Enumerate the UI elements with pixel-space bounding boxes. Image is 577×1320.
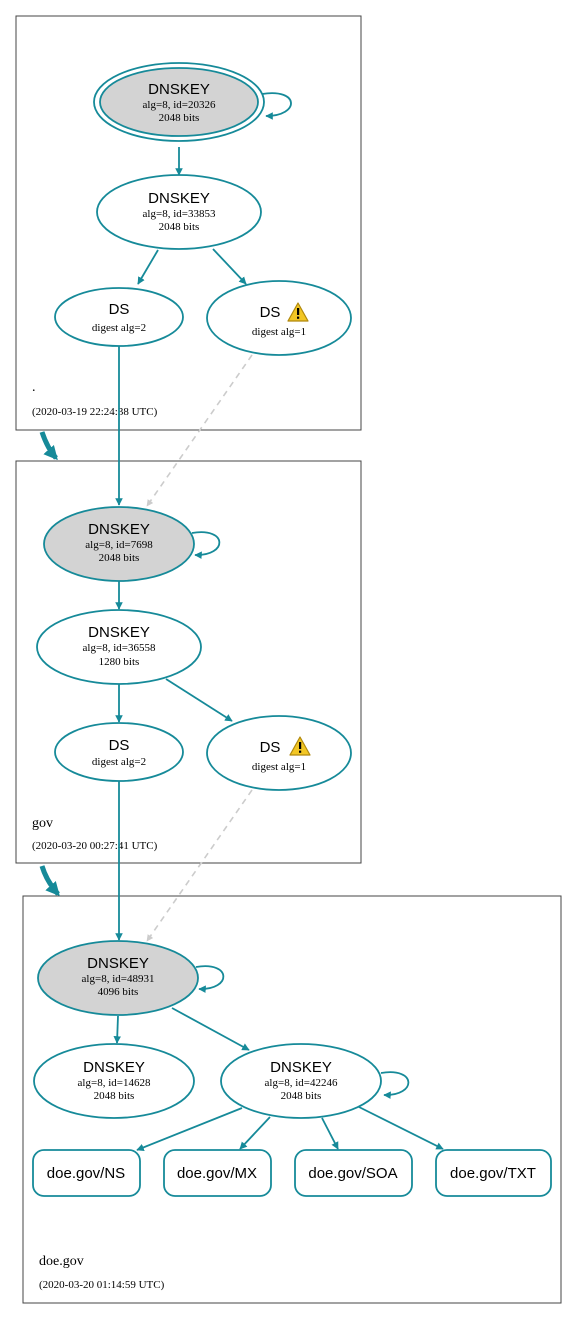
node-title: DNSKEY: [148, 81, 210, 98]
zone-timestamp-doe: (2020-03-20 01:14:59 UTC): [39, 1279, 165, 1291]
rrset-soa[interactable]: doe.gov/SOA: [294, 1149, 413, 1197]
node-title: DS: [109, 737, 130, 754]
rrset-ns[interactable]: doe.gov/NS: [32, 1149, 141, 1197]
warning-icon: [289, 736, 311, 756]
node-key-size: 2048 bits: [281, 1090, 322, 1102]
node-title: DS: [260, 739, 281, 756]
zone-box-root: [15, 15, 362, 431]
node-title: DS: [260, 304, 281, 321]
node-title: DS: [109, 301, 130, 318]
node-title: DNSKEY: [148, 190, 210, 207]
node-key-info: alg=8, id=48931: [82, 973, 155, 985]
node-key-size: 4096 bits: [98, 986, 139, 998]
node-doe-key-42246[interactable]: DNSKEY alg=8, id=42246 2048 bits: [220, 1043, 382, 1119]
node-title: DNSKEY: [88, 624, 150, 641]
rrset-mx[interactable]: doe.gov/MX: [163, 1149, 272, 1197]
edge-doe-key2-self: [380, 1071, 410, 1099]
node-gov-ksk[interactable]: DNSKEY alg=8, id=7698 2048 bits: [43, 506, 195, 582]
edge-gov-ksk-self: [191, 531, 221, 559]
edge-root-ksk-self: [261, 92, 292, 120]
node-gov-ds-alg2[interactable]: DS digest alg=2: [54, 722, 184, 782]
edge-doe-ksk-key2: [171, 1007, 250, 1051]
node-gov-ds-alg1[interactable]: DS digest alg=1: [206, 715, 352, 791]
node-key-info: alg=8, id=33853: [143, 208, 216, 220]
edge-doe-key2-soa: [321, 1117, 339, 1150]
node-key-info: alg=8, id=42246: [265, 1077, 338, 1089]
zone-box-doe: [22, 895, 562, 1304]
edge-doe-key2-mx: [239, 1116, 271, 1150]
zone-timestamp-root: (2020-03-19 22:24:38 UTC): [32, 406, 158, 418]
node-key-size: 2048 bits: [159, 112, 200, 124]
edge-doe-ksk-key1: [113, 1015, 122, 1044]
node-key-info: alg=8, id=36558: [83, 642, 156, 654]
zone-name-doe: doe.gov: [39, 1254, 84, 1269]
node-key-size: 2048 bits: [159, 221, 200, 233]
node-title: DNSKEY: [83, 1059, 145, 1076]
rrset-label: doe.gov/MX: [177, 1165, 257, 1182]
node-key-size: 1280 bits: [99, 656, 140, 668]
node-doe-key-14628[interactable]: DNSKEY alg=8, id=14628 2048 bits: [33, 1043, 195, 1119]
edge-doe-key2-ns: [136, 1107, 243, 1151]
node-key-size: 2048 bits: [99, 552, 140, 564]
rrset-label: doe.gov/TXT: [450, 1165, 536, 1182]
node-key-info: alg=8, id=7698: [85, 539, 153, 551]
zone-box-gov: [15, 460, 362, 864]
node-doe-ksk[interactable]: DNSKEY alg=8, id=48931 4096 bits: [37, 940, 199, 1016]
warning-icon: [287, 302, 309, 322]
node-key-size: 2048 bits: [94, 1090, 135, 1102]
edge-gov-ds1-doe-ksk: [146, 789, 253, 942]
node-title: DNSKEY: [87, 955, 149, 972]
node-root-ds-alg1[interactable]: DS digest alg=1: [206, 280, 352, 356]
node-root-zsk[interactable]: DNSKEY alg=8, id=33853 2048 bits: [96, 174, 262, 250]
edge-gov-zsk-ds1: [165, 678, 233, 722]
node-digest: digest alg=1: [252, 761, 306, 773]
node-title: DNSKEY: [270, 1059, 332, 1076]
node-title: DNSKEY: [88, 521, 150, 538]
edge-root-ds1-gov-ksk: [146, 354, 253, 507]
edge-root-zsk-ds1: [212, 248, 247, 285]
delegation-arrow-gov-doe: [39, 865, 60, 897]
node-root-ds-alg2[interactable]: DS digest alg=2: [54, 287, 184, 347]
node-digest: digest alg=1: [252, 326, 306, 338]
delegation-arrow-root-gov: [39, 431, 58, 461]
zone-timestamp-gov: (2020-03-20 00:27:41 UTC): [32, 840, 158, 852]
node-root-ksk[interactable]: DNSKEY alg=8, id=20326 2048 bits: [93, 62, 265, 142]
rrset-label: doe.gov/SOA: [308, 1165, 397, 1182]
node-digest: digest alg=2: [92, 756, 146, 768]
edge-doe-ksk-self: [195, 965, 225, 993]
rrset-label: doe.gov/NS: [47, 1165, 125, 1182]
node-key-info: alg=8, id=20326: [143, 99, 216, 111]
node-key-info: alg=8, id=14628: [78, 1077, 151, 1089]
rrset-txt[interactable]: doe.gov/TXT: [435, 1149, 552, 1197]
edge-doe-key2-txt: [358, 1106, 444, 1150]
node-gov-zsk[interactable]: DNSKEY alg=8, id=36558 1280 bits: [36, 609, 202, 685]
zone-name-root: .: [32, 380, 36, 395]
edge-root-zsk-ds2: [137, 249, 159, 285]
zone-name-gov: gov: [32, 816, 53, 831]
node-digest: digest alg=2: [92, 322, 146, 334]
